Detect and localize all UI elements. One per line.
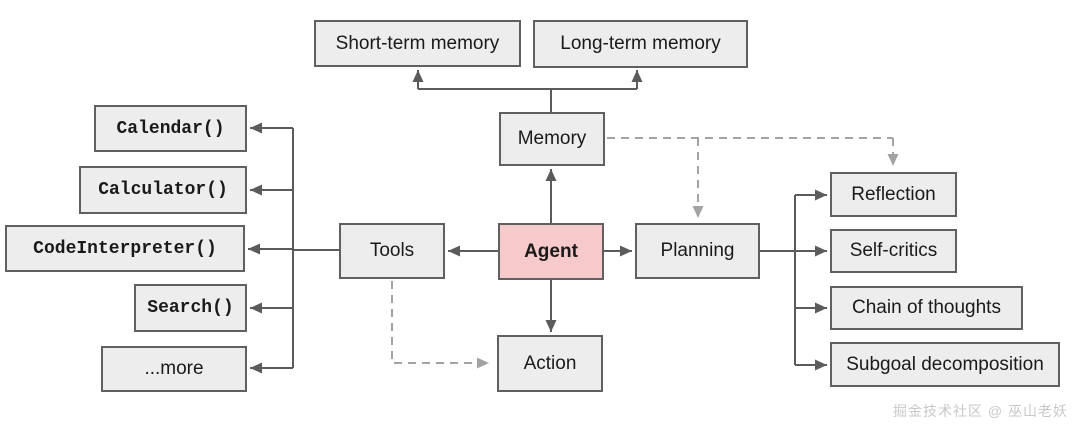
node-calculator-tool: Calculator(): [79, 166, 247, 214]
node-self-critics: Self-critics: [830, 229, 957, 273]
node-agent: Agent: [498, 223, 604, 280]
watermark-text: 掘金技术社区 @ 巫山老妖: [893, 403, 1068, 419]
node-memory: Memory: [499, 112, 605, 166]
node-chain-of-thoughts: Chain of thoughts: [830, 286, 1023, 330]
node-subgoal-decomposition: Subgoal decomposition: [830, 342, 1060, 387]
node-planning: Planning: [635, 223, 760, 279]
node-calendar-tool: Calendar(): [94, 105, 247, 152]
node-search-tool: Search(): [134, 284, 247, 332]
node-code-interpreter-tool: CodeInterpreter(): [5, 225, 245, 272]
node-action: Action: [497, 335, 603, 392]
node-long-term-memory: Long-term memory: [533, 20, 748, 68]
node-reflection: Reflection: [830, 172, 957, 217]
node-short-term-memory: Short-term memory: [314, 20, 521, 67]
node-tools: Tools: [339, 223, 445, 279]
node-more-tools: ...more: [101, 346, 247, 392]
